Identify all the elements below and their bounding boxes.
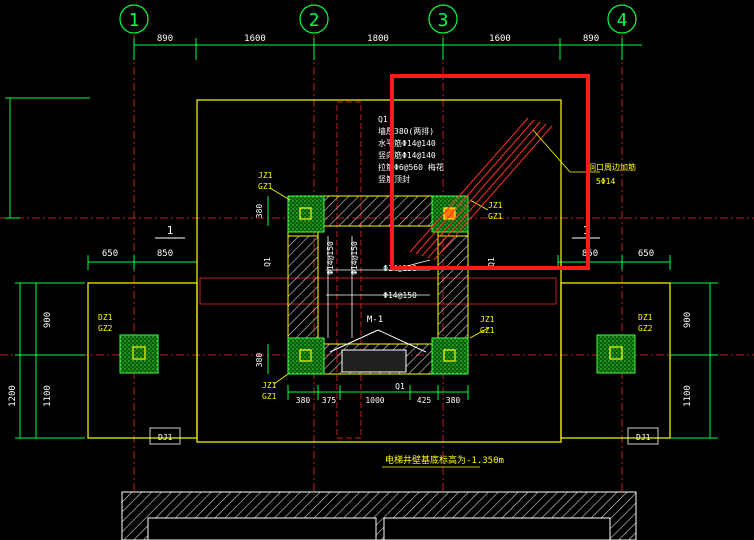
grid-label-4: 4: [617, 10, 628, 31]
dim-pad-left-650: 650: [102, 249, 118, 259]
col-tag-tl-2: GZ1: [258, 182, 273, 191]
q1-spec-line-4: 拉筋Φ6@560 梅花: [378, 162, 444, 172]
opening-note-line-2: 5Φ14: [596, 177, 615, 186]
elevation-note: 电梯井壁基底标高为-1.350m: [385, 454, 504, 466]
column-br: [431, 337, 469, 375]
wall-size-bottom: 380: [255, 353, 264, 368]
pad-column-right: [596, 334, 636, 374]
dim-pad-left-850: 850: [157, 249, 173, 259]
top-dimension-line: [133, 38, 642, 60]
section-mark-left: 1: [167, 224, 174, 237]
opening-note-leader: [532, 129, 571, 173]
dim-bottom-4: 425: [417, 396, 432, 405]
grid-axes: [0, 35, 754, 495]
right-dimension-line: [670, 282, 718, 439]
col-tag-bl-1: JZ1: [262, 381, 277, 390]
wall-left: [287, 235, 319, 339]
pad-column-left-core: [132, 346, 146, 360]
bottom-structure: [121, 491, 637, 540]
q1-spec-line-2: 水平筋Φ14@140: [378, 138, 436, 148]
dim-left-1100: 1100: [43, 385, 53, 407]
footing-tag-right: DJ1: [636, 433, 651, 442]
col-tag-tl-1: JZ1: [258, 171, 273, 180]
grid-bubbles: [119, 4, 637, 34]
dim-top-3: 1800: [367, 34, 389, 44]
rebar-vert-2: Φ14@150: [350, 241, 359, 275]
shaft-inner: [317, 225, 439, 345]
bottom-dimension-line: [287, 385, 469, 400]
grid-label-2: 2: [309, 10, 320, 31]
dim-pad-right-650: 650: [638, 249, 654, 259]
col-tag-bl-2: GZ1: [262, 392, 277, 401]
footing-left: [87, 282, 198, 439]
col-tag-tr-2: GZ1: [488, 212, 503, 221]
dim-right-1100: 1100: [683, 385, 693, 407]
grid-label-3: 3: [438, 10, 449, 31]
q1-spec-line-1: 墙厚380(两排): [378, 126, 434, 136]
pad-tag-left-2: GZ2: [98, 324, 113, 333]
highlight-box: [390, 74, 590, 270]
column-tl: [287, 195, 325, 233]
wall-size-top: 380: [255, 204, 264, 219]
dim-top-2: 1600: [244, 34, 266, 44]
dim-left-900: 900: [43, 312, 53, 328]
q1-spec-title: Q1: [378, 115, 388, 124]
wall-label-q1-right: Q1: [487, 257, 496, 267]
dim-top-4: 1600: [489, 34, 511, 44]
wall-label-q1-bottom: Q1: [395, 382, 405, 391]
footing-right: [560, 282, 671, 439]
pad-column-left: [119, 334, 159, 374]
rebar-horiz-2: Φ14@150: [383, 291, 417, 300]
wall-top: [317, 195, 439, 227]
wall-label-q1-left: Q1: [263, 257, 272, 267]
pad-tag-right-1: DZ1: [638, 313, 653, 322]
shaft-outer: [287, 195, 469, 375]
left-dimension-line: [5, 97, 90, 439]
dim-top-1: 890: [157, 34, 173, 44]
footing-tag-left: DJ1: [158, 433, 173, 442]
rebar-lines: [326, 236, 430, 338]
pad-tag-right-2: GZ2: [638, 324, 653, 333]
horizontal-strip: [199, 277, 557, 305]
corner-columns: [287, 195, 469, 375]
pad-column-right-core: [609, 346, 623, 360]
wall-right: [437, 235, 469, 339]
door-opening: [329, 329, 427, 373]
opening-reinforcement: [409, 117, 553, 261]
pit-outline: [196, 99, 562, 443]
dim-top-5: 890: [583, 34, 599, 44]
dim-bottom-5: 380: [446, 396, 461, 405]
column-bl: [287, 337, 325, 375]
col-tag-tr-1: JZ1: [488, 201, 503, 210]
dim-left-1200: 1200: [8, 385, 18, 407]
q1-spec-line-3: 竖向筋Φ14@140: [378, 150, 436, 160]
dim-bottom-1: 380: [296, 396, 311, 405]
dim-bottom-3: 1000: [365, 396, 384, 405]
opening-note-line-1: 洞口周边加筋: [588, 162, 636, 172]
col-tag-br-2: GZ1: [480, 326, 495, 335]
door-tag: M-1: [367, 315, 383, 325]
pad-tag-left-1: DZ1: [98, 313, 113, 322]
col-tag-br-1: JZ1: [480, 315, 495, 324]
grid-label-1: 1: [129, 10, 140, 31]
dim-right-900: 900: [683, 312, 693, 328]
dim-bottom-2: 375: [322, 396, 337, 405]
rebar-vert-1: Φ14@150: [326, 241, 335, 275]
